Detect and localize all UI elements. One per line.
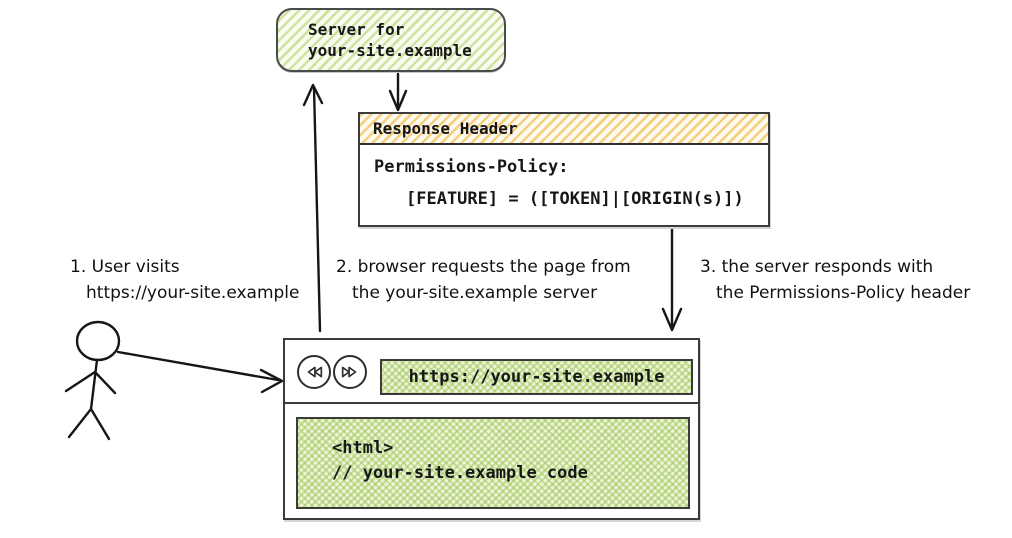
response-header-body: Permissions-Policy: [FEATURE] = ([TOKEN]… — [360, 145, 768, 225]
step-3-line1: 3. the server responds with — [700, 257, 934, 277]
step-3-label: 3. the server responds with the Permissi… — [700, 254, 970, 306]
step-1-line1: 1. User visits — [70, 257, 180, 277]
server-box: Server for your-site.example — [276, 8, 506, 72]
server-box-line1: Server for — [308, 20, 405, 39]
step-3-line2: the Permissions-Policy header — [716, 283, 971, 303]
page-source-box: <html> // your-site.example code — [296, 417, 690, 509]
step-2-line1: 2. browser requests the page from — [336, 257, 631, 277]
step-1-label: 1. User visits https://your-site.example — [70, 254, 300, 306]
user-stick-figure — [64, 320, 121, 441]
permissions-policy-line: Permissions-Policy: — [374, 157, 569, 177]
url-bar[interactable]: https://your-site.example — [380, 359, 693, 395]
forward-button[interactable] — [333, 355, 367, 389]
response-header-box: Response Header Permissions-Policy: [FEA… — [358, 112, 770, 227]
rewind-icon — [307, 366, 323, 378]
page-source-line2: // your-site.example code — [332, 463, 588, 483]
server-box-line2: your-site.example — [308, 41, 472, 60]
arrow-browser-to-server — [302, 83, 324, 333]
browser-toolbar: https://your-site.example — [285, 340, 698, 404]
permissions-policy-syntax: [FEATURE] = ([TOKEN]|[ORIGIN(s)]) — [406, 189, 744, 209]
page-source-line1: <html> — [332, 438, 394, 458]
step-2-label: 2. browser requests the page from the yo… — [336, 254, 631, 306]
arrow-response-header-to-browser — [661, 223, 683, 332]
arrow-server-to-response-header — [388, 72, 408, 112]
arrow-user-to-browser — [116, 350, 284, 394]
url-text: https://your-site.example — [408, 367, 665, 387]
fast-forward-icon — [341, 366, 357, 378]
back-button[interactable] — [297, 355, 331, 389]
step-2-line2: the your-site.example server — [352, 283, 598, 303]
response-header-title: Response Header — [360, 114, 768, 145]
step-1-line2: https://your-site.example — [86, 283, 300, 303]
browser-window: https://your-site.example <html> // your… — [283, 338, 700, 520]
